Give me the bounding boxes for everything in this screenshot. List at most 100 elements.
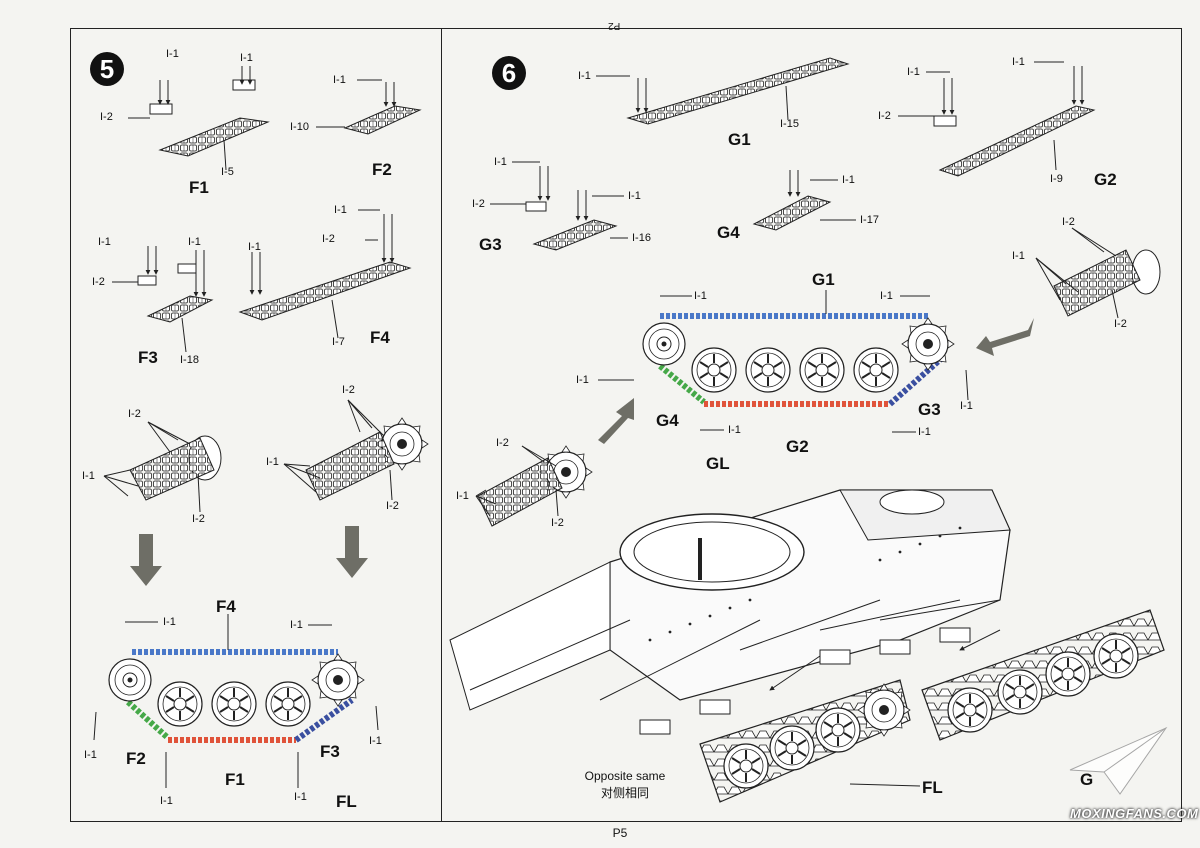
track-section-name: G4 — [656, 411, 679, 430]
step6-sprocket-assembly — [1035, 227, 1161, 319]
part-label: I-1 — [290, 619, 303, 631]
part-label: I-2 — [1062, 216, 1075, 228]
part-label: I-1 — [907, 66, 920, 78]
arrow-left-into-track — [976, 318, 1034, 356]
track-section-name: F4 — [216, 597, 236, 616]
part-label: I-1 — [960, 400, 973, 412]
part-label: I-2 — [551, 517, 564, 529]
part-label: I-2 — [496, 437, 509, 449]
subassembly-name: F2 — [372, 160, 392, 179]
part-label: I-2 — [322, 233, 335, 245]
part-label: I-1 — [918, 426, 931, 438]
part-label: I-1 — [880, 290, 893, 302]
part-label: I-1 — [578, 70, 591, 82]
track-section-name: F3 — [320, 742, 340, 761]
subassembly-name: F3 — [138, 348, 158, 367]
f2-track-strip — [316, 79, 422, 135]
step5-track-run — [93, 614, 379, 788]
track-section-name: G3 — [918, 400, 941, 419]
part-label: I-1 — [188, 236, 201, 248]
subassembly-name: G2 — [1094, 170, 1117, 189]
part-label: I-15 — [780, 118, 799, 130]
part-label: I-1 — [628, 190, 641, 202]
part-label: I-17 — [860, 214, 879, 226]
tank-hull-illustration — [449, 489, 1165, 803]
part-label: I-1 — [369, 735, 382, 747]
step-6-number: 6 — [492, 56, 526, 90]
step6-idler-assembly — [475, 445, 593, 527]
part-label: I-1 — [98, 236, 111, 248]
part-label: I-2 — [386, 500, 399, 512]
g2-track-strip — [898, 61, 1096, 177]
step5-sprocket-assembly — [283, 399, 429, 501]
mirrored-page-ref: P2 — [608, 20, 621, 31]
part-label: I-1 — [494, 156, 507, 168]
part-label: I-1 — [160, 795, 173, 807]
arrow-down-left — [130, 534, 162, 586]
part-label: I-1 — [163, 616, 176, 628]
track-section-name: F1 — [225, 770, 245, 789]
step-5-number: 5 — [90, 52, 124, 86]
subassembly-name: G1 — [728, 130, 751, 149]
part-label: I-1 — [694, 290, 707, 302]
part-label: I-1 — [1012, 250, 1025, 262]
part-label: I-9 — [1050, 173, 1063, 185]
step5-idler-assembly — [103, 421, 222, 513]
f3-track-strip — [112, 246, 214, 353]
part-label: I-5 — [221, 166, 234, 178]
part-label: I-1 — [576, 374, 589, 386]
g3-track-strip — [490, 161, 628, 251]
part-label: I-2 — [100, 111, 113, 123]
track-section-name: G1 — [812, 270, 835, 289]
track-assembly-name: FL — [922, 778, 943, 797]
page-frame — [70, 28, 1182, 822]
part-label: I-16 — [632, 232, 651, 244]
part-label: I-2 — [1114, 318, 1127, 330]
track-assembly-name: FL — [336, 792, 357, 811]
part-label: I-2 — [472, 198, 485, 210]
watermark-text: MOXINGFANS.COM — [1070, 806, 1199, 821]
f4-track-strip — [238, 209, 412, 339]
g1-track-strip — [596, 57, 850, 125]
part-label: I-1 — [1012, 56, 1025, 68]
part-label: I-1 — [84, 749, 97, 761]
part-label: I-2 — [92, 276, 105, 288]
part-label: I-7 — [332, 336, 345, 348]
f1-track-strip — [128, 66, 270, 171]
part-label: I-18 — [180, 354, 199, 366]
arrow-down-right — [336, 526, 368, 578]
opposite-side-note-chinese: 对侧相同 — [600, 786, 649, 800]
part-label: I-10 — [290, 121, 309, 133]
part-label: I-1 — [248, 241, 261, 253]
part-label: I-1 — [240, 52, 253, 64]
part-label: I-2 — [192, 513, 205, 525]
arrow-up-right-into-track — [598, 398, 634, 444]
subassembly-name: G4 — [717, 223, 740, 242]
part-label: I-1 — [728, 424, 741, 436]
subassembly-name: F4 — [370, 328, 390, 347]
subassembly-name: F1 — [189, 178, 209, 197]
g4-track-strip — [752, 170, 856, 231]
opposite-side-note: Opposite same — [584, 769, 666, 783]
part-label: I-2 — [128, 408, 141, 420]
part-label: I-1 — [166, 48, 179, 60]
part-label: I-2 — [878, 110, 891, 122]
subassembly-name: G3 — [479, 235, 502, 254]
watermark-logo — [1069, 726, 1168, 795]
page-number: P5 — [612, 826, 628, 840]
track-assembly-name-partial: G — [1080, 770, 1094, 789]
part-label: I-1 — [456, 490, 469, 502]
part-label: I-1 — [842, 174, 855, 186]
part-label: I-1 — [333, 74, 346, 86]
part-label: I-1 — [266, 456, 279, 468]
part-label: I-2 — [342, 384, 355, 396]
step-divider — [441, 28, 442, 822]
step6-track-run — [598, 290, 969, 433]
track-section-name: G2 — [786, 437, 809, 456]
track-section-name: F2 — [126, 749, 146, 768]
part-label: I-1 — [334, 204, 347, 216]
track-assembly-name: GL — [706, 454, 730, 473]
part-label: I-1 — [294, 791, 307, 803]
